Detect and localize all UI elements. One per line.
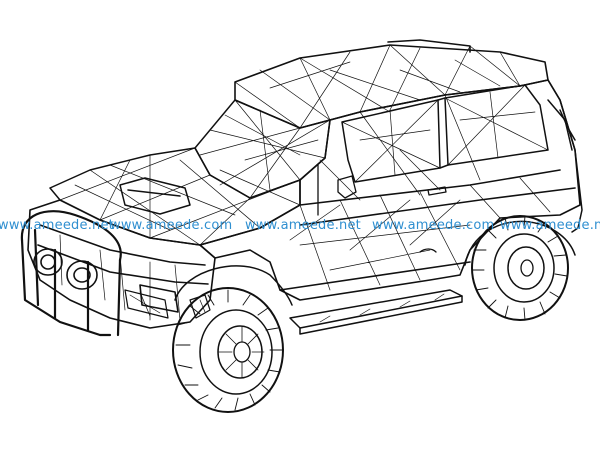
front-wheel	[172, 287, 284, 413]
front-wheel-arch	[174, 265, 293, 306]
side-windows	[341, 84, 549, 183]
rear-body	[547, 79, 583, 233]
windshield	[194, 99, 331, 199]
bull-bar	[20, 210, 122, 337]
door-details	[317, 164, 447, 253]
front-grille	[27, 199, 216, 329]
fender-details	[124, 289, 211, 319]
roof	[234, 39, 549, 129]
rear-wheel-arch	[464, 220, 576, 266]
running-board	[289, 289, 463, 335]
rear-wheel	[471, 215, 569, 321]
hood	[49, 147, 301, 246]
